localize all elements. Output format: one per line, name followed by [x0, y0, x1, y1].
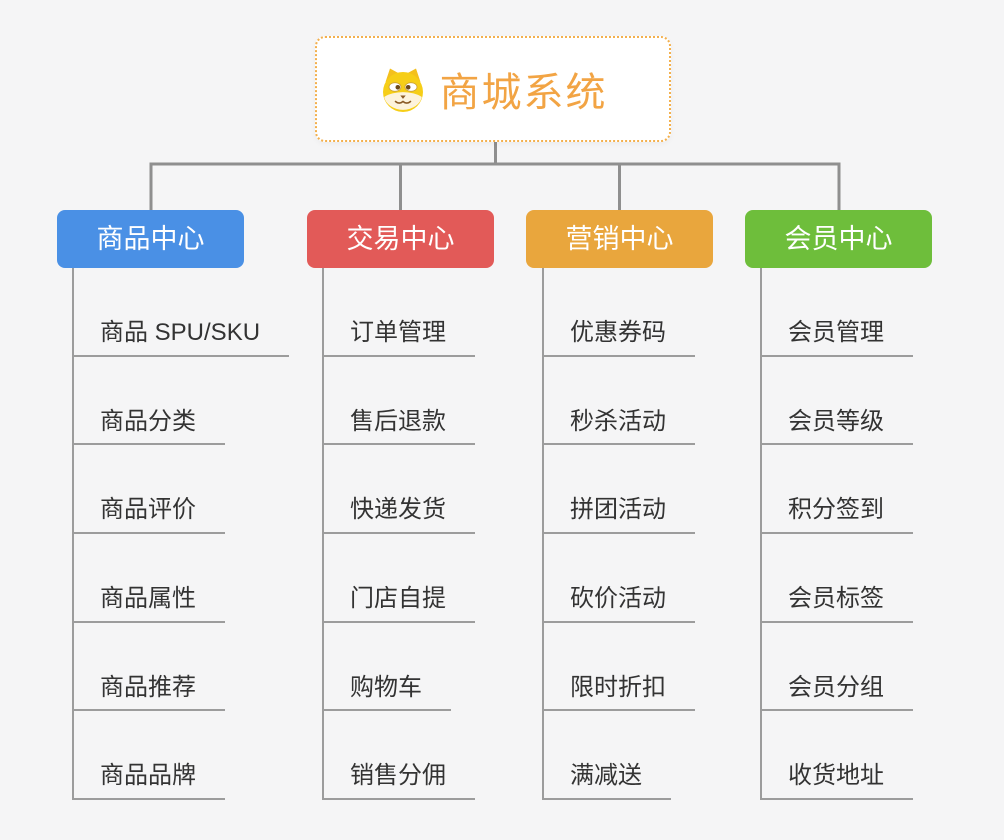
mindmap-node: 商品属性	[74, 534, 289, 623]
mindmap-node: 订单管理	[324, 268, 475, 357]
mindmap-node: 积分签到	[762, 445, 913, 535]
mindmap-node: 销售分佣	[324, 711, 475, 801]
mindmap-node: 会员分组	[762, 623, 913, 712]
root-title: 商城系统	[439, 71, 608, 115]
branch-items-member: 会员管理 会员等级 积分签到 会员标签 会员分组 收货地址	[760, 268, 913, 801]
branch-header-member[interactable]: 会员中心	[745, 210, 932, 268]
mindmap-node: 商品品牌	[74, 711, 289, 801]
branch-header-marketing[interactable]: 营销中心	[526, 210, 713, 268]
mindmap-node: 购物车	[324, 623, 475, 712]
mindmap-node: 限时折扣	[544, 623, 695, 712]
doge-icon	[382, 68, 423, 112]
mindmap-node: 门店自提	[324, 534, 475, 623]
mindmap-node: 会员标签	[762, 534, 913, 623]
mindmap-node: 快递发货	[324, 445, 475, 535]
mindmap-node: 商品 SPU/SKU	[74, 268, 290, 357]
mindmap-node: 商品评价	[74, 445, 289, 535]
branch-header-product[interactable]: 商品中心	[57, 210, 244, 268]
mindmap-node: 会员管理	[762, 268, 913, 357]
mindmap-node: 商品分类	[74, 357, 289, 446]
branch-items-marketing: 优惠券码 秒杀活动 拼团活动 砍价活动 限时折扣 满减送	[542, 268, 695, 801]
mindmap-node: 满减送	[544, 711, 695, 801]
mindmap-node: 会员等级	[762, 357, 913, 446]
mindmap-node: 收货地址	[762, 711, 913, 801]
mindmap-node: 砍价活动	[544, 534, 695, 623]
branch-items-product: 商品 SPU/SKU 商品分类 商品评价 商品属性 商品推荐 商品品牌	[72, 268, 290, 801]
mindmap-node: 售后退款	[324, 357, 475, 446]
mindmap-node: 商品推荐	[74, 623, 289, 712]
mindmap-node: 秒杀活动	[544, 357, 695, 446]
branch-header-trade[interactable]: 交易中心	[307, 210, 494, 268]
root-node[interactable]: 商城系统	[315, 36, 671, 142]
mindmap-node: 拼团活动	[544, 445, 695, 535]
mindmap-node: 优惠券码	[544, 268, 695, 357]
branch-items-trade: 订单管理 售后退款 快递发货 门店自提 购物车 销售分佣	[322, 268, 475, 801]
